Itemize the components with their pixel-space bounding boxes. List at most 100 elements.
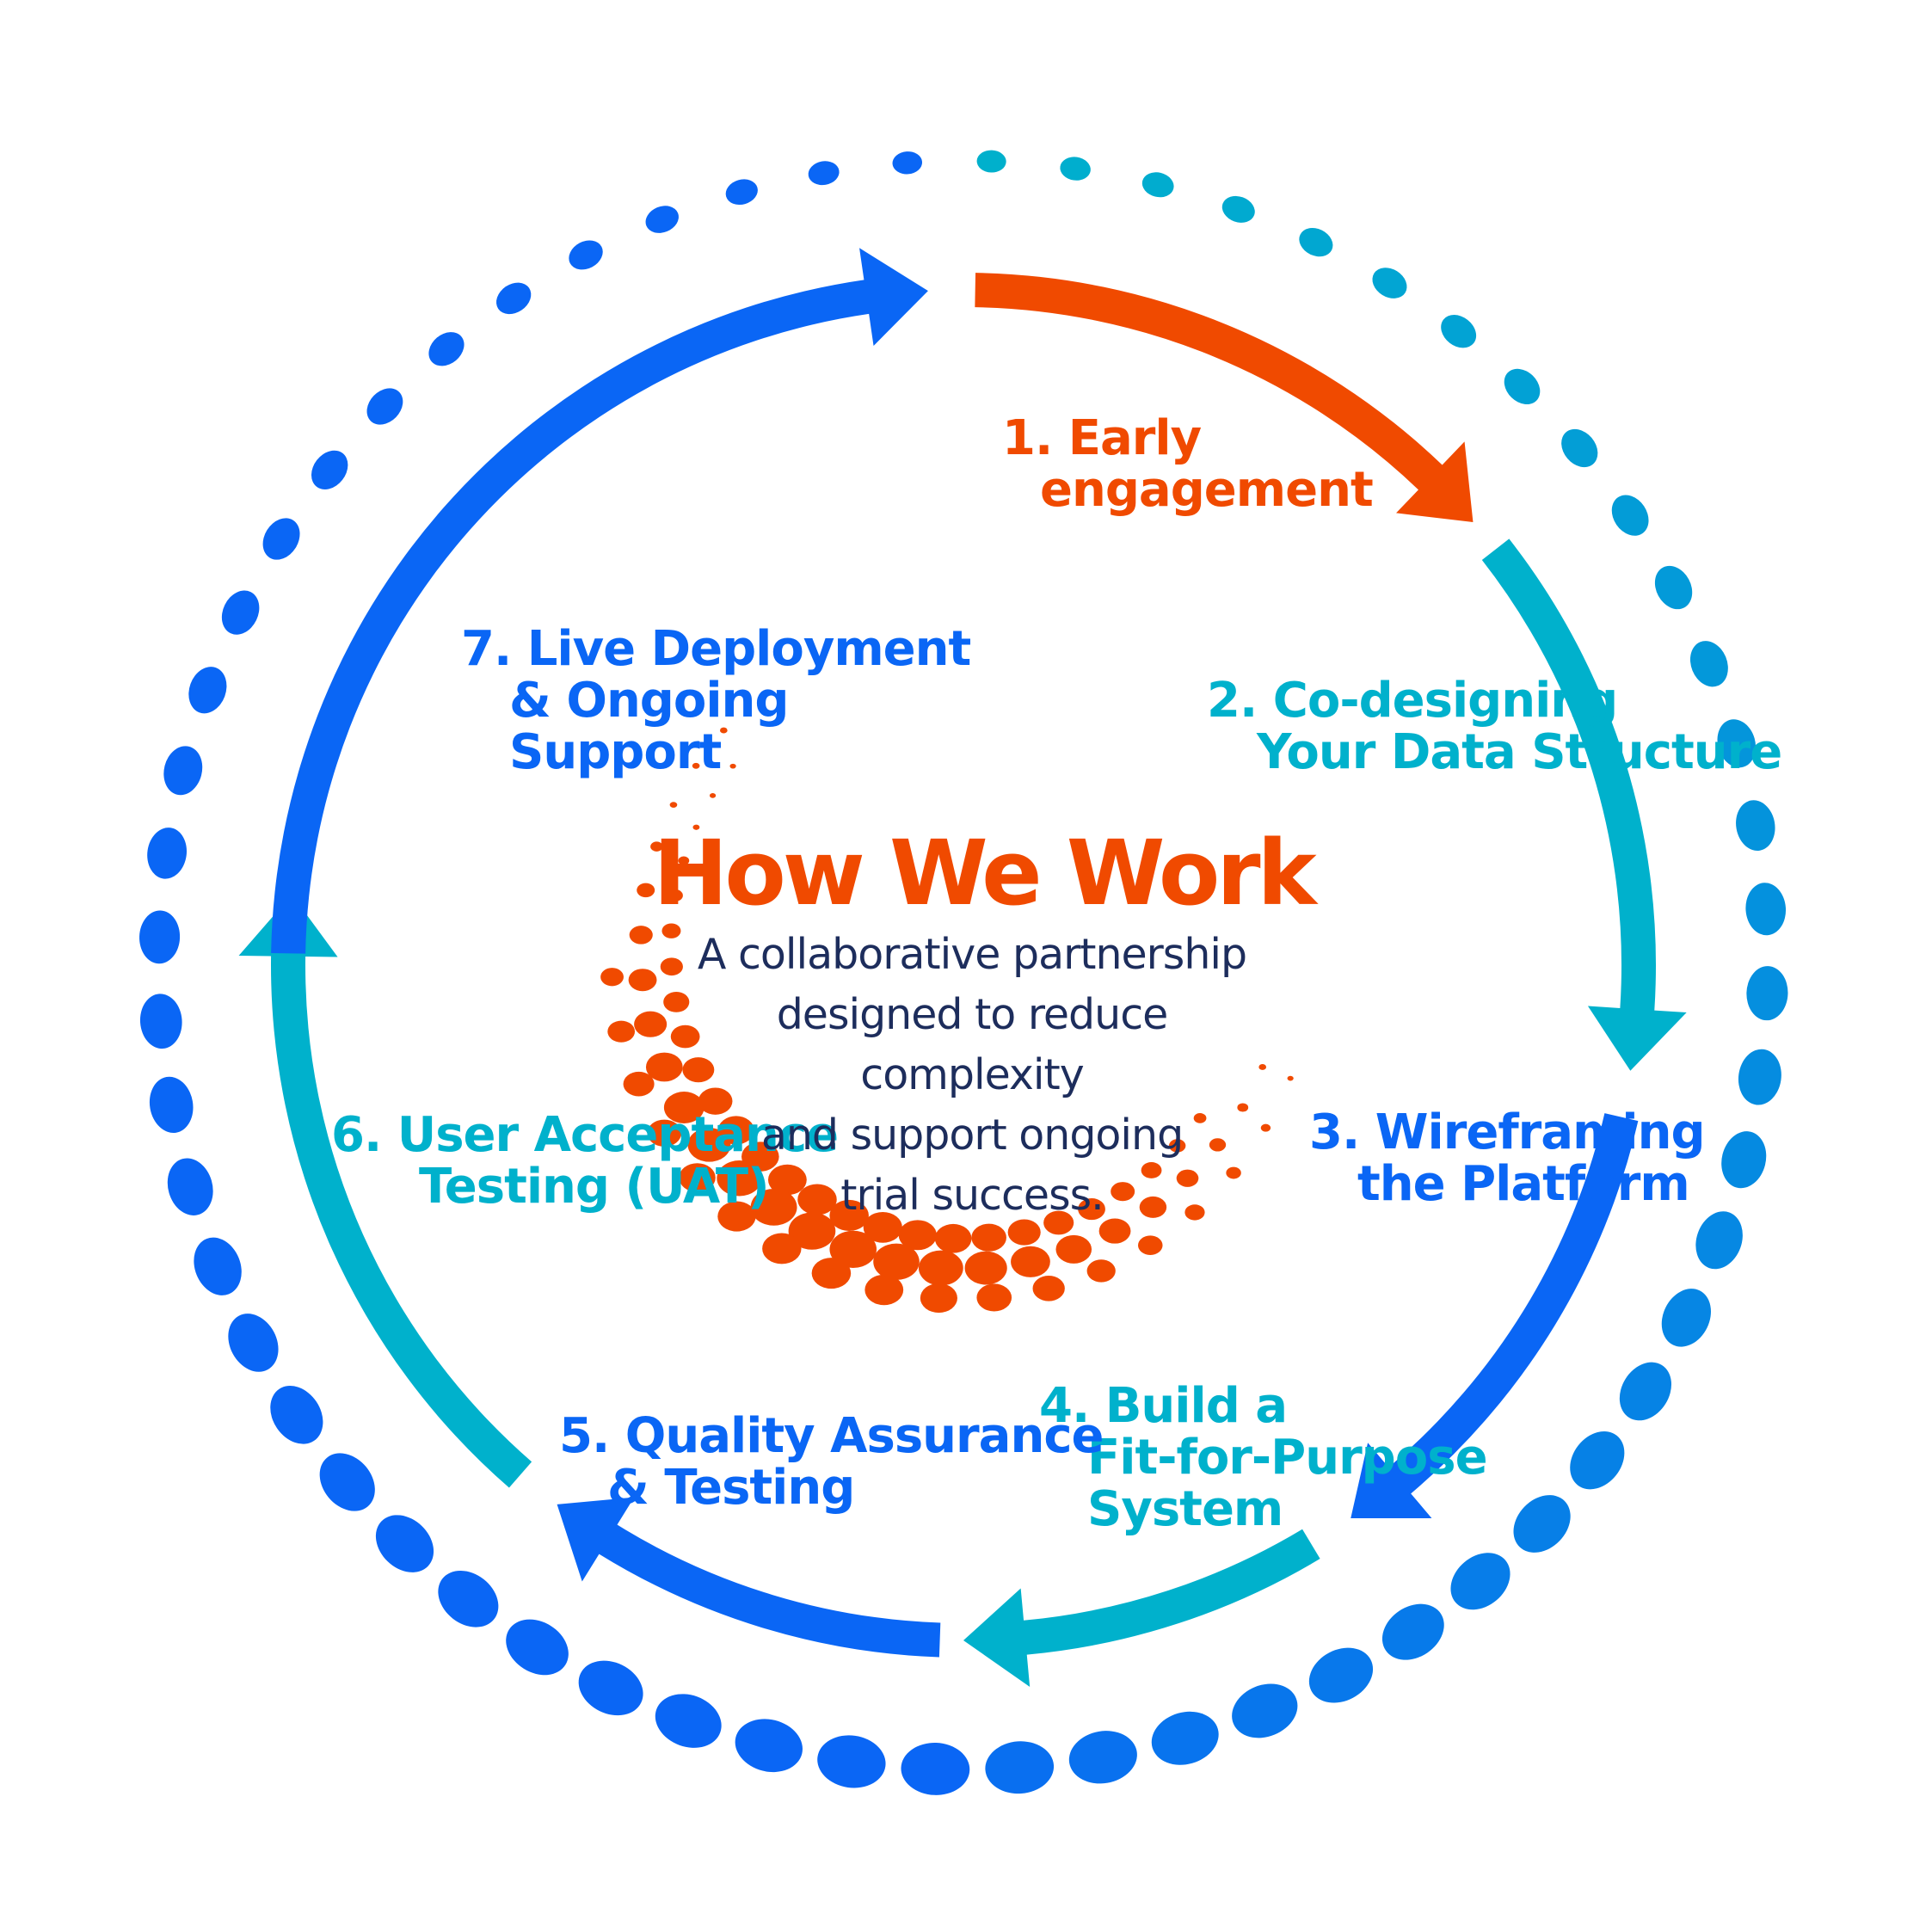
ring-dot <box>1746 966 1788 1021</box>
center-arc-dot <box>634 1011 668 1037</box>
center-arc-dot <box>1176 1169 1199 1187</box>
subtitle-line-2: designed to reduce complexity <box>776 990 1169 1099</box>
ring-dot <box>1068 1731 1137 1784</box>
ring-dot <box>1141 172 1174 198</box>
step-6-line-2: Testing (UAT) <box>419 1159 770 1215</box>
ring-dot <box>147 828 188 879</box>
center-arc-dot <box>976 1283 1012 1312</box>
center-arc-dot <box>1237 1103 1249 1112</box>
step-6-label: 6. User Acceptance Testing (UAT) <box>331 1110 839 1215</box>
center-arc-dot <box>788 1212 836 1250</box>
center-arc-dot <box>1226 1166 1241 1179</box>
center-arc-dot <box>692 762 700 769</box>
center-arc-dot <box>1193 1113 1207 1123</box>
center-arc-dot <box>661 923 681 938</box>
center-arc-dot <box>864 1274 904 1306</box>
ring-dot <box>1661 1289 1711 1347</box>
ring-dot <box>221 590 260 635</box>
ring-dot <box>808 161 840 186</box>
center-arc-dot <box>698 1087 733 1115</box>
step-4-label: 4. Build a Fit-for-Purpose System <box>1039 1378 1488 1535</box>
ring-dot <box>228 1314 279 1372</box>
center-arc-dot <box>645 1052 683 1082</box>
arrow-step-6 <box>238 894 532 1488</box>
center-arc-dot <box>1168 1139 1186 1153</box>
center-arc-dot <box>650 841 663 852</box>
ring-dot <box>1441 315 1477 348</box>
center-arc-dot <box>709 793 717 798</box>
center-arc-dot <box>1078 1198 1105 1221</box>
center-arc-dot <box>729 763 736 769</box>
center-arc-dot <box>1141 1162 1162 1178</box>
ring-dot <box>438 1570 499 1627</box>
center-arc-dot <box>1032 1276 1065 1301</box>
ring-dot <box>506 1619 569 1676</box>
step-4-line-1: 4. Build a <box>1039 1378 1288 1434</box>
step-5-line-2: & Testing <box>607 1460 855 1516</box>
ring-dot <box>1299 228 1333 257</box>
ring-dot <box>163 746 203 796</box>
ring-dot <box>1736 800 1775 851</box>
center-arc-dot <box>1260 1123 1271 1132</box>
ring-dot <box>149 1076 194 1133</box>
subtitle: A collaborative partnership designed to … <box>680 925 1264 1226</box>
center-arc-dot <box>670 1024 700 1049</box>
center-arc-dot <box>637 883 655 898</box>
center-arc-dot <box>797 1184 837 1215</box>
center-arc-dot <box>1287 1075 1294 1081</box>
ring-dot <box>139 994 182 1049</box>
center-arc-dot <box>1138 1235 1163 1255</box>
center-arc-dot <box>660 957 683 976</box>
step-2-line-2: Your Data Structure <box>1257 724 1782 780</box>
center-arc-dot <box>678 856 690 865</box>
center-arc-dot <box>720 727 728 734</box>
ring-dot <box>985 1741 1055 1794</box>
ring-dot <box>262 518 300 560</box>
ring-dot <box>892 151 923 175</box>
ring-dot <box>1619 1362 1672 1421</box>
ring-dot <box>645 206 679 233</box>
ring-dot <box>1689 641 1728 687</box>
ring-dot <box>725 179 758 206</box>
step-5-label: 5. Quality Assurance & Testing <box>559 1411 1104 1514</box>
ring-dot <box>1372 268 1407 298</box>
step-7-label: 7. Live Deployment & Ongoing Support <box>461 624 971 778</box>
center-arc-dot <box>663 991 690 1012</box>
ring-dot <box>578 1660 643 1716</box>
center-arc-dot <box>679 1163 716 1192</box>
ring-dot <box>1450 1553 1511 1610</box>
center-arc-dot <box>1043 1210 1074 1235</box>
ring-dot <box>1717 719 1757 768</box>
step-3-line-1: 3. Wireframing <box>1309 1104 1706 1160</box>
subtitle-line-3: and support ongoing <box>760 1111 1184 1160</box>
subtitle-line-4: trial success. <box>840 1171 1104 1220</box>
step-7-line-2: & Ongoing <box>509 673 790 729</box>
arrow-step-7 <box>271 248 928 954</box>
center-arc-dot <box>623 1071 655 1097</box>
center-arc-dot <box>750 1189 797 1226</box>
ring-dot <box>569 240 603 270</box>
center-arc-dot <box>811 1258 852 1289</box>
center-arc-dot <box>1184 1204 1205 1221</box>
center-arc-dot <box>600 968 624 987</box>
ring-dot <box>1232 1683 1298 1738</box>
ring-dot <box>1060 157 1091 181</box>
center-arc-dot <box>647 1119 682 1147</box>
subtitle-line-1: A collaborative partnership <box>697 930 1247 979</box>
center-arc-dot <box>920 1283 957 1314</box>
ring-dot <box>139 910 181 964</box>
center-arc-dot <box>607 1020 636 1043</box>
center-arc-dot <box>692 824 700 830</box>
step-3-line-2: the Platform <box>1357 1156 1690 1212</box>
center-arc-dot <box>898 1220 937 1251</box>
step-4-line-2: Fit-for-Purpose <box>1087 1430 1488 1486</box>
step-2-label: 2. Co-designing Your Data Structure <box>1207 675 1782 780</box>
ring-dot <box>735 1719 803 1773</box>
center-arc-dot <box>687 1128 731 1162</box>
center-arc-dot <box>1258 1064 1267 1070</box>
ring-dot <box>976 150 1006 173</box>
ring-dot <box>817 1735 886 1788</box>
ring-dot <box>655 1694 722 1748</box>
ring-dot <box>1221 195 1255 223</box>
